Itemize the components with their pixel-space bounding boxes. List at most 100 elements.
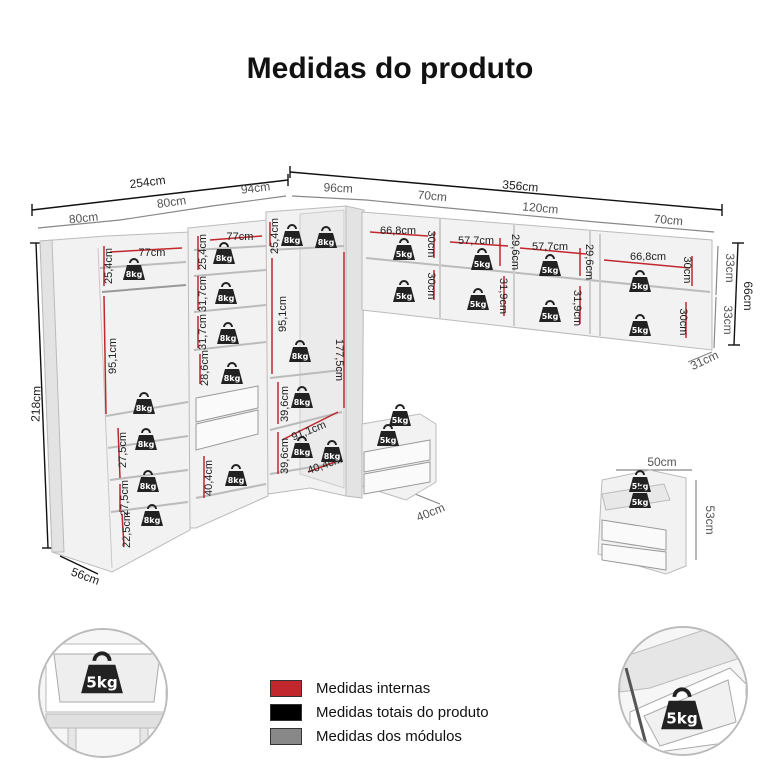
weight-icon: 8kg [136,470,160,493]
wardrobe-left [39,231,191,573]
drawer-detail-zoom-left: 5kg [38,628,168,758]
weight-label: 5kg [632,498,649,507]
weight-icon: 8kg [290,436,314,459]
weight-icon: 5kg [392,238,416,261]
weight-label: 8kg [324,452,341,461]
u1-height-label: 30cm [425,231,437,258]
wardrobe-corner [265,205,365,499]
weight-icon: 8kg [140,504,164,527]
legend-item: Medidas dos módulos [270,724,489,748]
weight-label: 8kg [292,352,309,361]
weight-icon: 5kg [538,254,562,277]
weight-label: 8kg [294,448,311,457]
weight-icon: 8kg [280,224,304,247]
weight-icon: 8kg [214,282,238,305]
weight-label: 5kg [396,292,413,301]
u1-width-label: 66,8cm [380,225,416,237]
m1-top-label: 25,4cm [103,248,115,284]
weight-label: 8kg [228,476,245,485]
nightstand2-width-label: 50cm [647,455,676,469]
m1-shelf1-label: 27,5cm [117,432,129,468]
weight-label: 5kg [542,266,559,275]
nightstand-separate [597,469,687,575]
weight-icon: 5kg [376,424,400,447]
drawer-detail-zoom-right: 5kg [618,626,748,756]
legend-label-internal: Medidas internas [316,679,431,697]
weight-icon: 5kg [538,300,562,323]
m2-shelf3-label: 28,6cm [199,350,211,386]
legend-item: Medidas internas [270,676,489,700]
weight-icon: 8kg [224,464,248,487]
weight-label: 5kg [86,674,118,692]
weight-label: 5kg [542,312,559,321]
weight-label: 8kg [126,270,143,279]
module-w70b-label: 70cm [653,212,683,229]
weight-label: 8kg [224,374,241,383]
page-title: Medidas do produto [246,52,534,85]
module-d31-label: 31cm [688,348,721,373]
internal-dimension-lines [103,222,693,547]
module-w70a-label: 70cm [417,188,447,205]
weight-icon: 5kg [466,288,490,311]
module-h33a-label: 33cm [723,253,737,282]
u2-height2-label: 31,9cm [497,278,509,314]
weight-label: 5kg [474,260,491,269]
weight-icon: 5kg [628,270,652,293]
weight-label: 5kg [396,250,413,259]
weight-icon: 5kg [392,280,416,303]
m2-top-label: 25,4cm [197,234,209,270]
legend-item: Medidas totais do produto [270,700,489,724]
u2-height-label: 29,6cm [509,234,521,270]
total-depth-label: 56cm [69,565,101,588]
weight-label: 8kg [138,440,155,449]
u4-width-label: 66,8cm [630,251,666,263]
weight-icon: 8kg [134,428,158,451]
weight-icon: 5kg [628,314,652,337]
module-w96-label: 96cm [323,180,353,196]
m3-tall-label: 177,5cm [333,339,345,381]
u4-height-label: 30cm [681,257,693,284]
weight-icon: 8kg [216,322,240,345]
m2-shelf2-label: 31,7cm [197,314,209,350]
legend-label-total: Medidas totais do produto [316,703,489,721]
m3-shelf1-label: 39,6cm [279,386,291,422]
module-dimension-lines [37,195,719,560]
weight-icon: 5kg [470,248,494,271]
weight-icon: 8kg [212,242,236,265]
weight-label: 8kg [318,238,335,247]
u3-height2-label: 31,9cm [571,290,583,326]
u4-height2-label: 30cm [677,309,689,336]
weight-icon: 8kg [122,258,146,281]
u1-height2-label: 30cm [425,273,437,300]
weight-label: 8kg [216,254,233,263]
module-w120-label: 120cm [522,199,559,216]
weight-label: 5kg [666,710,698,728]
weight-label: 5kg [470,300,487,309]
m3-top-label: 25,4cm [269,218,281,254]
m1-width-label: 77cm [139,247,166,259]
legend: Medidas internas Medidas totais do produ… [270,676,489,748]
upper-total-height-label: 66cm [741,281,755,310]
m2-width-label: 77cm [227,231,254,243]
nightstand2-height-label: 53cm [703,505,717,534]
weight-label: 8kg [218,294,235,303]
legend-swatch-modules [270,727,302,745]
upper-cabinets [361,211,713,351]
weight-label: 5kg [632,326,649,335]
nightstand-attached [361,413,437,501]
legend-swatch-internal [270,679,302,697]
m1-shelf3-label: 22,5cm [121,512,133,548]
m3-shelf2-label: 39,6cm [279,438,291,474]
weight-label: 8kg [294,398,311,407]
weight-icon: 5kg [388,404,412,427]
module-w80a-label: 80cm [68,210,99,227]
u3-width-label: 57,7cm [532,241,568,253]
legend-swatch-total [270,703,302,721]
weight-icon: 8kg [320,440,344,463]
weight-label: 8kg [144,516,161,525]
weight-icon: 8kg [290,386,314,409]
total-height-label: 218cm [28,386,43,422]
total-dimension-lines [30,166,744,575]
module-w94-label: 94cm [240,179,271,196]
